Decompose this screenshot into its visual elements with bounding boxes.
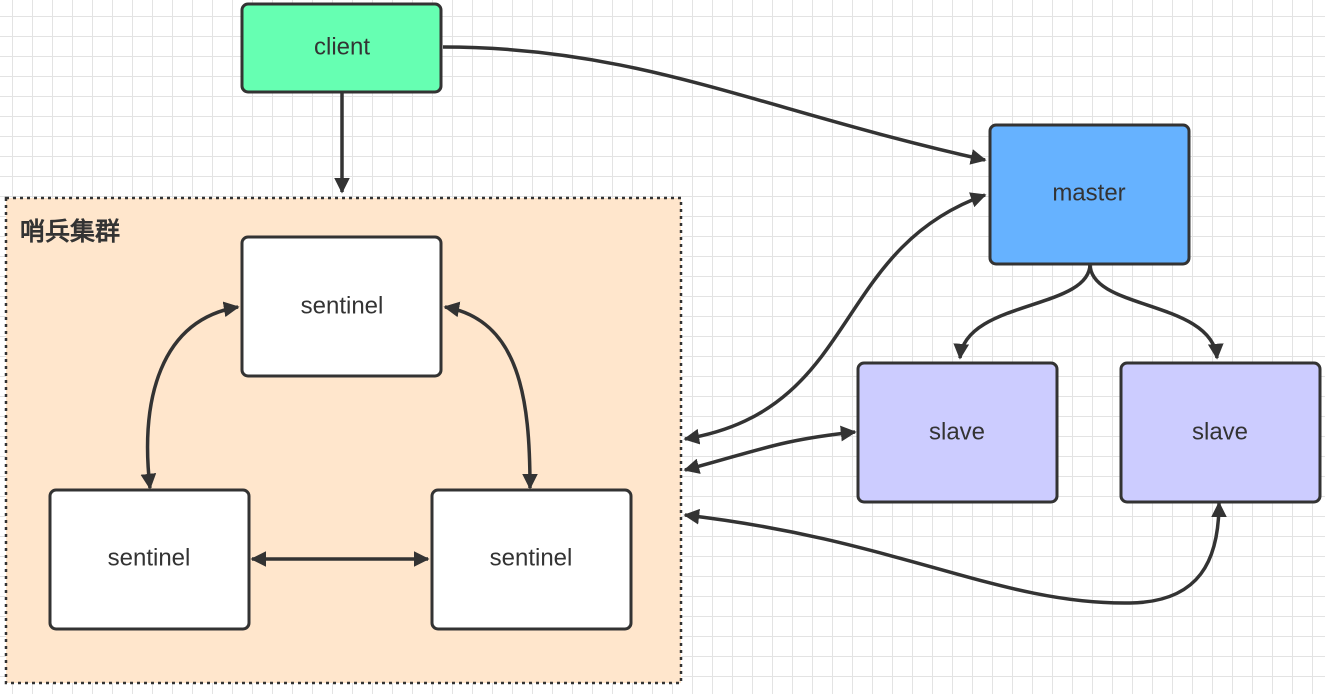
edge-client-to-master [442,45,987,165]
master-box [988,123,1191,266]
sentinel-right-label: sentinel [490,544,573,571]
node-sentinel-top: sentinel [240,235,443,378]
sentinel-top-label: sentinel [301,292,384,319]
slave-right-label: slave [1192,418,1248,445]
edge-sentinel-top-left [140,301,240,490]
sentinel-right-box [430,488,633,631]
slave-right-box [1119,361,1322,504]
sentinel-left-box [48,488,251,631]
sentinel-top-box [240,235,443,378]
edge-cluster-slave-left [683,425,857,474]
edge-sentinel-top-right [443,301,538,490]
sentinel-cluster-title: 哨兵集群 [20,217,120,246]
edge-cluster-slave-right [683,501,1227,605]
edge-master-to-slave-right [1088,263,1224,360]
node-client: client [240,2,443,94]
edge-cluster-master [683,192,987,445]
node-sentinel-left: sentinel [48,488,251,631]
sentinel-left-label: sentinel [108,544,191,571]
node-sentinel-right: sentinel [430,488,633,631]
node-master: master [988,123,1191,266]
master-label: master [1052,179,1125,206]
node-slave-right: slave [1119,361,1322,504]
node-slave-left: slave [856,361,1059,504]
client-label: client [314,33,370,60]
slave-left-box [856,361,1059,504]
edge-master-to-slave-left [953,263,1092,360]
edges [140,45,1227,605]
slave-left-label: slave [929,418,985,445]
client-box [240,2,443,94]
